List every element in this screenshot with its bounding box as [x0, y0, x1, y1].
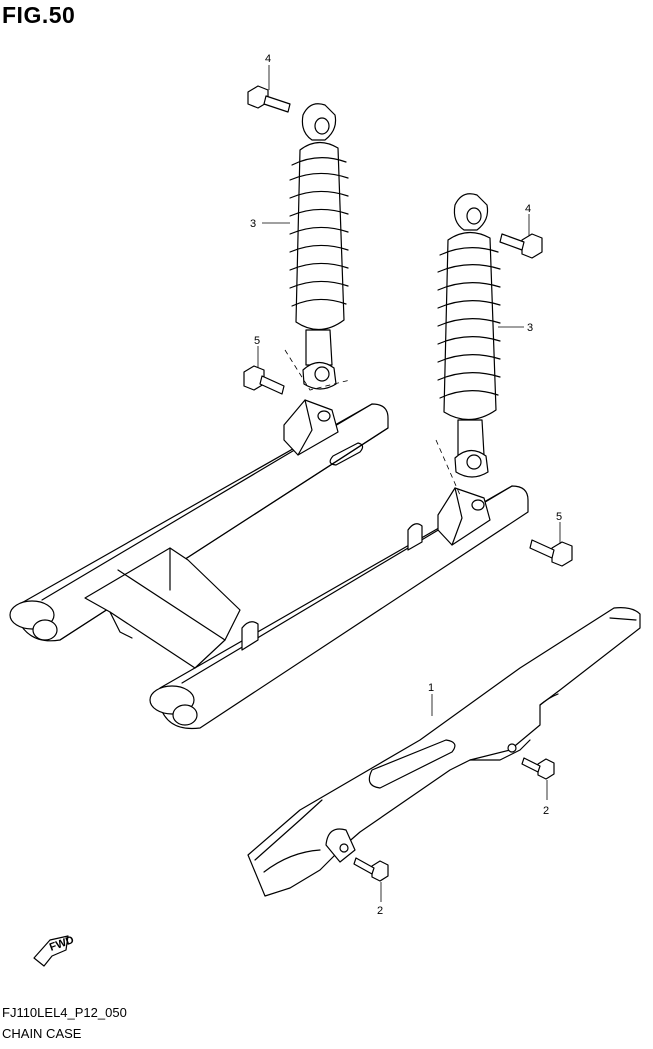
callout-chain-case: 1 [428, 682, 434, 694]
callout-bolt-bottom-left: 5 [254, 335, 260, 347]
shock-absorber-left [284, 103, 351, 391]
callout-bolt-case-left: 2 [377, 905, 383, 917]
bolt-top-left [247, 85, 291, 113]
bolt-bottom-left [243, 365, 285, 395]
callout-bolt-bottom-right: 5 [556, 511, 562, 523]
figure-code: FJ110LEL4_P12_050 [2, 1005, 127, 1020]
bolt-top-right [499, 233, 543, 259]
bolt-bottom-right [529, 539, 573, 567]
chain-case [247, 607, 641, 897]
callout-bolt-case-right: 2 [543, 805, 549, 817]
callout-shock-left: 3 [250, 218, 256, 230]
shock-absorber-right [435, 193, 501, 496]
bolt-case-right [521, 757, 555, 780]
leader-lines [257, 65, 561, 902]
callout-bolt-top-left: 4 [265, 53, 271, 65]
fwd-arrow-icon: FWD [33, 934, 76, 967]
figure-caption: CHAIN CASE [2, 1026, 82, 1041]
callout-shock-right: 3 [527, 322, 533, 334]
bolt-case-left [353, 857, 389, 882]
figure-title: FIG.50 [2, 2, 76, 28]
swing-arm [9, 399, 529, 730]
callout-bolt-top-right: 4 [525, 203, 531, 215]
